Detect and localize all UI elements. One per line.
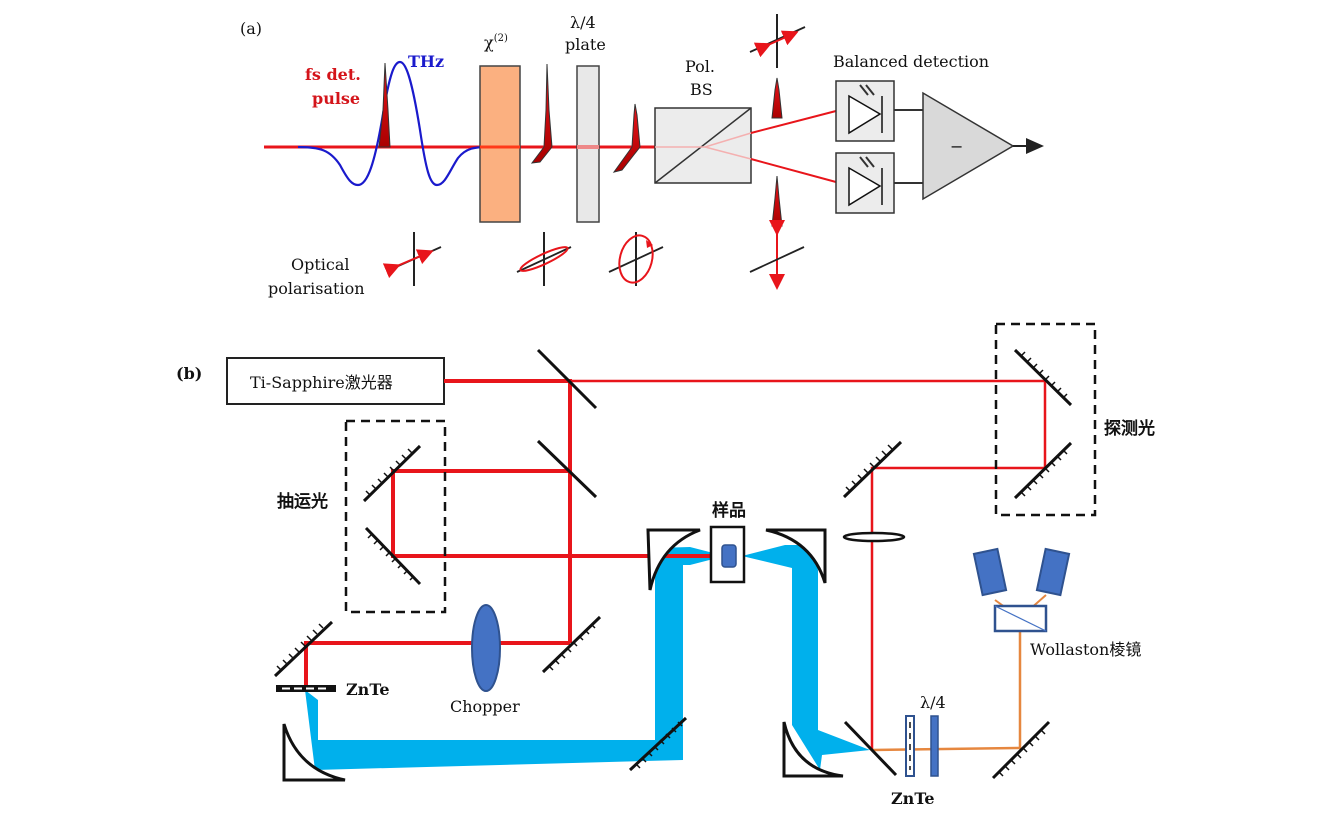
quarter-wave-plate: [576, 65, 600, 223]
chopper-label: Chopper: [450, 697, 520, 716]
photodiode-top: [835, 80, 895, 142]
fs-pulse: [378, 62, 391, 148]
chi2-crystal: [479, 65, 521, 223]
thz-beam-path: [305, 545, 870, 770]
differential-amplifier: [922, 91, 1015, 201]
pulse-after-crystal: [530, 63, 553, 164]
parabolic-mirror-2: [646, 528, 701, 591]
polarization-icon-elliptical-narrow: [516, 232, 572, 286]
photodiode-bottom: [835, 152, 895, 214]
panel-b: (b) Ti-Sapphire激光器: [176, 322, 1155, 808]
beam-to-detector-top: [750, 110, 837, 134]
mirror-pump-corner: [541, 615, 602, 674]
probe-delay-box: [994, 322, 1097, 517]
mirror-pump-top: [362, 444, 422, 503]
probe-beam-detection: [871, 618, 1022, 752]
pbs-diagonal: [654, 107, 752, 184]
beam-to-detector-bottom: [750, 158, 837, 183]
mirror-detection: [991, 720, 1051, 780]
mirror-thz-fold: [628, 716, 688, 772]
mirror-probe-fold: [842, 440, 903, 499]
znte-detector-label: ZnTe: [891, 789, 935, 808]
fs-pulse-label-1: fs det.: [305, 65, 361, 84]
polarization-icon-top: [749, 14, 806, 68]
mirror-delay-bottom: [1013, 441, 1073, 500]
photodiode-left: [972, 547, 1008, 597]
pulse-after-plate: [612, 103, 641, 173]
panel-a-label: (a): [240, 19, 262, 38]
qwp-label-2: plate: [565, 35, 606, 54]
optical-polarisation-label-2: polarisation: [268, 279, 365, 298]
pbs-label-1: Pol.: [685, 57, 715, 76]
photodiode-right: [1035, 547, 1071, 597]
polarization-icon-vertical: [749, 220, 805, 290]
mirror-hatching: [276, 351, 1068, 777]
wollaston-label: Wollaston棱镜: [1030, 640, 1141, 659]
pellicle-beam-splitter: [843, 720, 898, 777]
thz-waveform: [297, 60, 489, 187]
amplifier-minus: −: [950, 137, 963, 156]
chopper: [471, 604, 501, 692]
pump-delay-box: [344, 419, 447, 614]
parabolic-mirror-3: [765, 528, 827, 584]
beam-splitter-1: [536, 348, 598, 410]
polarization-icon-linear: [382, 232, 442, 286]
pulse-top-output: [771, 77, 783, 119]
pbs-label-2: BS: [690, 80, 713, 99]
quarter-wave-plate-b: [930, 715, 939, 777]
parabolic-mirror-4: [782, 721, 844, 778]
probe-label: 探测光: [1104, 418, 1155, 439]
sample-label: 样品: [712, 500, 746, 521]
optical-polarisation-label-1: Optical: [291, 255, 350, 274]
znte-emitter-label: ZnTe: [346, 680, 390, 699]
chi2-label: χ(2): [484, 33, 508, 52]
thz-label: THz: [408, 52, 444, 71]
pump-label: 抽运光: [277, 491, 328, 512]
pulse-bottom-output: [771, 175, 783, 227]
panel-b-label: (b): [176, 364, 202, 383]
mirror-znte-fold: [273, 620, 334, 678]
qwp-label: λ/4: [920, 693, 946, 712]
mirror-delay-top: [1013, 348, 1073, 407]
pbs-beam-up: [704, 132, 752, 148]
pbs-beam-down: [704, 146, 752, 160]
wollaston-diagonal: [994, 605, 1047, 632]
panel-a: (a) fs det. pulse THz χ(2) λ/4 plate Pol…: [240, 13, 1044, 298]
balanced-detection-label: Balanced detection: [833, 52, 989, 71]
polarization-icon-elliptical-wide: [608, 232, 664, 286]
qwp-label-1: λ/4: [570, 13, 596, 32]
sample: [721, 544, 737, 568]
beam-splitter-2: [536, 439, 598, 499]
focusing-lens: [842, 531, 906, 543]
parabolic-mirror-1: [282, 723, 346, 782]
laser-label: Ti-Sapphire激光器: [250, 373, 393, 392]
mirror-pump-bottom: [364, 526, 422, 586]
fs-pulse-label-2: pulse: [312, 89, 360, 108]
